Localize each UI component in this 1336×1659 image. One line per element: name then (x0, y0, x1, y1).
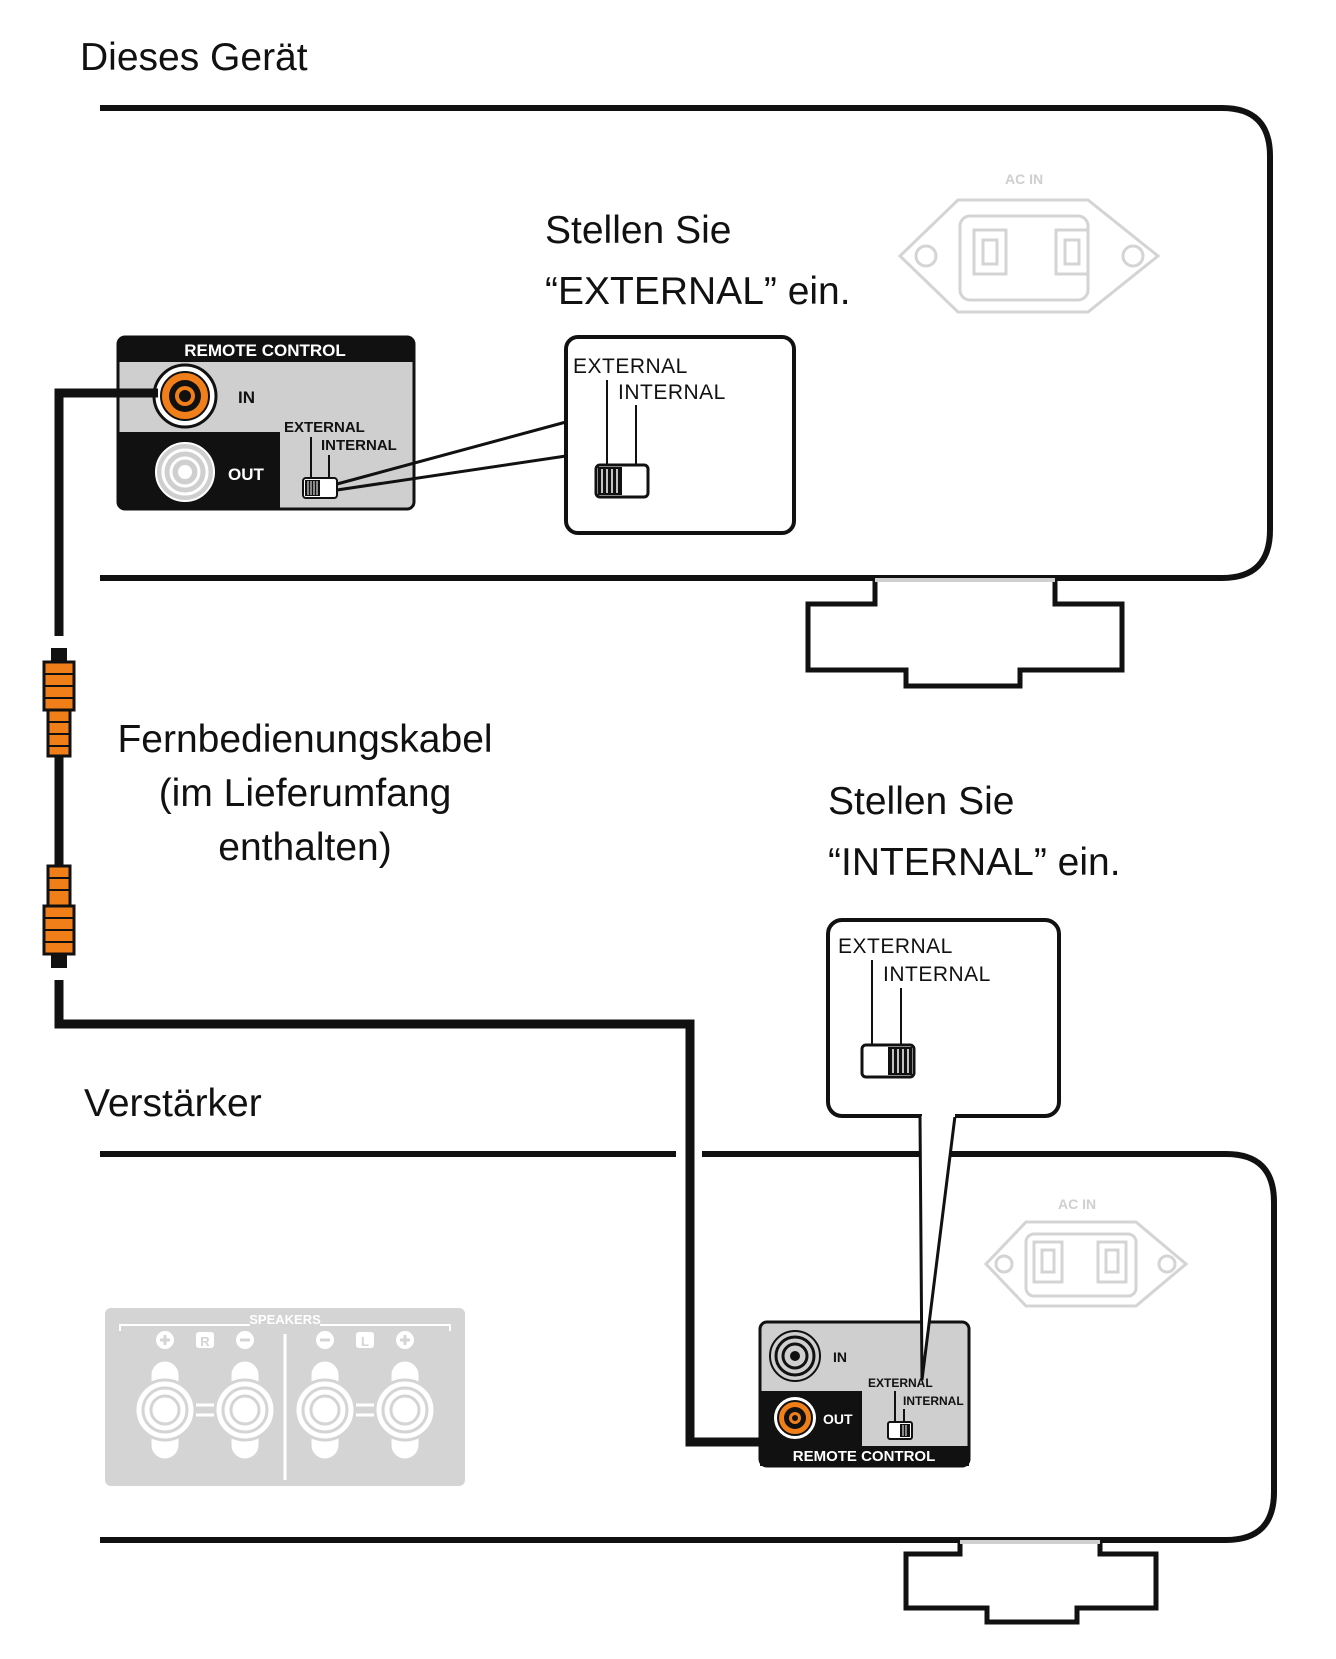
device-panel-title: REMOTE CONTROL (184, 341, 346, 360)
device-ac-in-label: AC IN (1005, 171, 1043, 187)
amplifier-out-label: OUT (823, 1411, 853, 1427)
cable-plug-bottom (42, 864, 76, 968)
remote-control-cable (42, 388, 790, 1447)
amplifier-out-jack[interactable] (772, 1395, 818, 1441)
amplifier-instruction-line1: Stellen Sie (828, 780, 1014, 823)
amplifier-ac-inlet: AC IN (983, 1196, 1189, 1308)
cable-label-line1: Fernbedienungskabel (117, 718, 492, 761)
amplifier-in-label: IN (833, 1349, 847, 1365)
amplifier-chassis (100, 1151, 1277, 1543)
device-out-label: OUT (228, 465, 265, 484)
device-switch-internal-label: INTERNAL (321, 437, 397, 454)
amplifier-mode-switch[interactable] (887, 1421, 913, 1440)
device-zoom-internal: INTERNAL (618, 381, 726, 404)
device-instruction-line1: Stellen Sie (545, 209, 731, 252)
amplifier-zoom-internal: INTERNAL (883, 963, 991, 986)
device-remote-panel: REMOTE CONTROL IN OUT EXTERNAL INTERNAL (116, 335, 416, 511)
amplifier-switch-external-label: EXTERNAL (868, 1376, 933, 1390)
amplifier-foot (903, 1540, 1159, 1625)
speakers-title: SPEAKERS (249, 1312, 321, 1327)
amplifier-ac-in-label: AC IN (1058, 1196, 1096, 1212)
amplifier-remote-panel: REMOTE CONTROL IN OUT EXTERNAL INTERNAL (758, 1320, 971, 1468)
amplifier-label: Verstärker (84, 1082, 262, 1125)
cable-label-line3: enthalten) (218, 826, 391, 869)
device-mode-switch[interactable] (302, 477, 338, 499)
device-chassis (100, 105, 1273, 581)
device-zoom-external: EXTERNAL (573, 355, 688, 378)
device-label: Dieses Gerät (80, 36, 308, 79)
speakers-right-label: R (200, 1334, 210, 1349)
device-ac-inlet: AC IN (897, 171, 1161, 314)
device-out-jack[interactable] (155, 442, 215, 502)
amplifier-zoom-callout: EXTERNAL INTERNAL (826, 918, 1061, 1381)
device-in-label: IN (238, 388, 255, 407)
speakers-left-label: L (361, 1334, 369, 1349)
amplifier-instruction-line2: “INTERNAL” ein. (828, 841, 1121, 884)
cable-label-line2: (im Lieferumfang (159, 772, 452, 815)
device-in-jack[interactable] (152, 363, 218, 429)
device-zoom-callout: EXTERNAL INTERNAL (336, 335, 796, 535)
amplifier-zoom-external: EXTERNAL (838, 935, 953, 958)
amplifier-panel-title: REMOTE CONTROL (793, 1448, 936, 1465)
device-switch-external-label: EXTERNAL (284, 419, 365, 436)
amplifier-switch-internal-label: INTERNAL (903, 1394, 964, 1408)
amplifier-speaker-terminals: SPEAKERS R L (105, 1308, 465, 1486)
cable-plug-top (42, 648, 76, 758)
amplifier-in-jack[interactable] (769, 1330, 821, 1382)
device-foot (805, 578, 1125, 689)
device-instruction-line2: “EXTERNAL” ein. (545, 270, 851, 313)
